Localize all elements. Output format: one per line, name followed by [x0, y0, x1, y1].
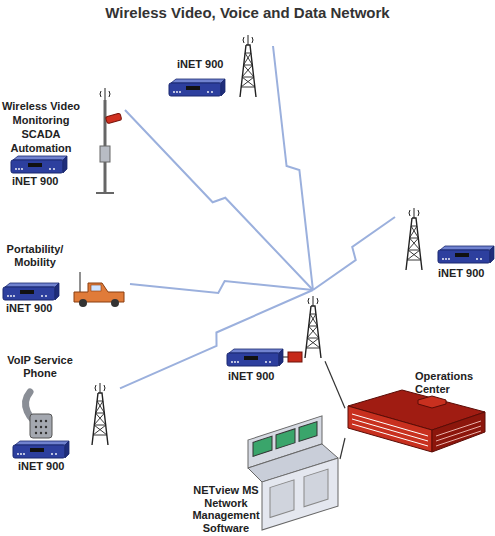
wired-link: [340, 438, 345, 459]
truck: [74, 272, 124, 307]
radio-station: iNET 900: [395, 205, 495, 285]
radio-unit: [438, 246, 494, 263]
device-label: iNET 900: [12, 175, 72, 188]
radio-unit: [227, 349, 283, 366]
radio-unit: [169, 79, 225, 96]
node-label: Wireless Video Monitoring SCADA Automati…: [0, 99, 82, 155]
node-label: NETview MS Network Management Software: [190, 484, 262, 534]
radio-tower: [305, 296, 321, 358]
wireless-link: [130, 281, 313, 293]
wireless-link: [125, 110, 313, 290]
hub-station: iNET 900: [222, 290, 325, 385]
node-label: Operations Center: [415, 370, 481, 396]
operations-center: Operations Center: [345, 370, 490, 455]
device-label: iNET 900: [6, 302, 66, 315]
voip-station: VoIP Service Phone iNET 900: [0, 350, 120, 478]
voip-phone: [26, 392, 52, 438]
node-label: iNET 900: [438, 267, 494, 280]
node-label: VoIP Service Phone: [0, 354, 80, 380]
radio-tower: [92, 383, 108, 445]
camera-pole: [96, 88, 122, 193]
device-label: iNET 900: [18, 460, 78, 473]
building: [348, 390, 485, 452]
radio-unit: [3, 283, 59, 300]
radio-unit: [11, 156, 67, 173]
radio-tower: [240, 35, 256, 97]
radio-unit: [13, 441, 69, 458]
node-label: Portability/ Mobility: [0, 243, 70, 269]
interface-box: [288, 352, 302, 362]
radio-station: iNET 900: [165, 28, 273, 100]
radio-tower: [406, 208, 422, 270]
node-label: iNET 900: [177, 58, 237, 71]
mobile-station: Portability/ Mobility iNET 900: [0, 240, 130, 320]
diagram-title: Wireless Video, Voice and Data Network: [0, 4, 495, 21]
wireless-link: [120, 290, 313, 388]
node-label: iNET 900: [228, 370, 288, 383]
management-console: NETview MS Network Management Software: [190, 440, 340, 535]
video-station: Wireless Video Monitoring SCADA Automati…: [0, 95, 125, 195]
control-console: [248, 416, 338, 530]
wireless-link: [313, 217, 395, 290]
wired-link: [325, 361, 345, 408]
